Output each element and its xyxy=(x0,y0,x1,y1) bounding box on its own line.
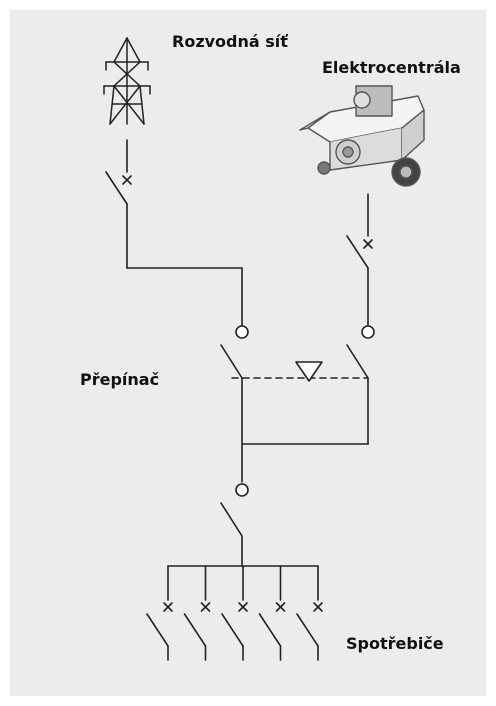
consumer-circuit xyxy=(183,565,211,661)
diagram-panel: Rozvodná síť Elektrocentrála Přepínač Sp… xyxy=(10,10,486,696)
power-pylon-icon xyxy=(103,37,151,125)
generator-feeder xyxy=(346,193,375,339)
consumer-circuit xyxy=(296,565,323,661)
wiring-diagram xyxy=(103,37,425,661)
grid-feeder xyxy=(105,139,249,339)
generator-icon xyxy=(299,85,425,187)
main-output xyxy=(167,502,319,567)
consumers-label: Spotřebiče xyxy=(346,634,444,653)
generator-label: Elektrocentrála xyxy=(322,58,461,77)
grid-label: Rozvodná síť xyxy=(172,32,288,51)
consumer-circuit xyxy=(258,565,286,661)
switch-label: Přepínač xyxy=(80,370,160,389)
consumer-circuits xyxy=(146,565,323,661)
changeover-switch xyxy=(220,344,369,497)
consumer-circuit xyxy=(146,565,173,661)
consumer-circuit xyxy=(221,565,248,661)
